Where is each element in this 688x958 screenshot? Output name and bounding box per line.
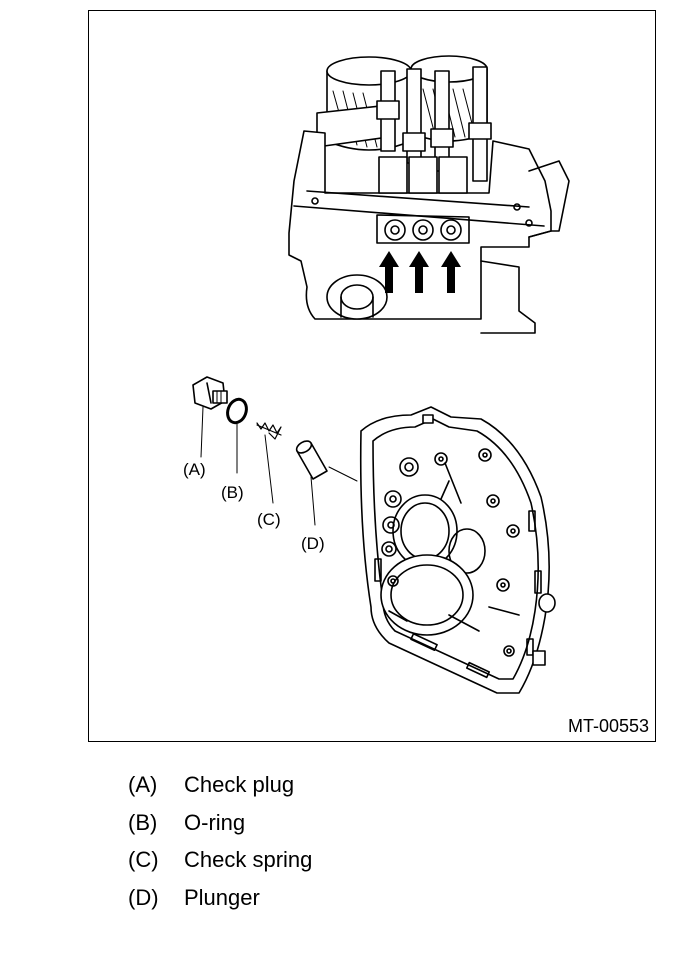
callout-c: (C) (257, 510, 281, 529)
legend-item: (B) O-ring (128, 812, 245, 834)
callout-d: (D) (301, 534, 325, 553)
check-spring-part (256, 422, 282, 440)
callout-b: (B) (221, 483, 244, 502)
housing-plate-illustration (359, 406, 556, 694)
o-ring-part (226, 397, 248, 425)
legend-code: (C) (128, 847, 159, 872)
transmission-case-illustration (288, 55, 570, 334)
callout-a: (A) (183, 460, 206, 479)
legend-item: (D) Plunger (128, 887, 260, 909)
legend-item: (C) Check spring (128, 849, 312, 871)
legend-code: (D) (128, 885, 159, 910)
arrow-indicators (379, 251, 461, 293)
legend-label: Check plug (184, 772, 295, 797)
legend-code: (B) (128, 810, 158, 835)
legend-item: (A) Check plug (128, 774, 294, 796)
figure-frame: (A) (B) (C) (D) MT-00553 (88, 10, 656, 742)
legend-code: (A) (128, 772, 158, 797)
legend-label: Plunger (184, 885, 260, 910)
legend-label: O-ring (184, 810, 246, 835)
transmission-diagram (192, 55, 570, 694)
check-plug-part (192, 376, 228, 410)
plunger-part (295, 440, 328, 480)
legend-label: Check spring (184, 847, 313, 872)
figure-id: MT-00553 (567, 716, 649, 736)
